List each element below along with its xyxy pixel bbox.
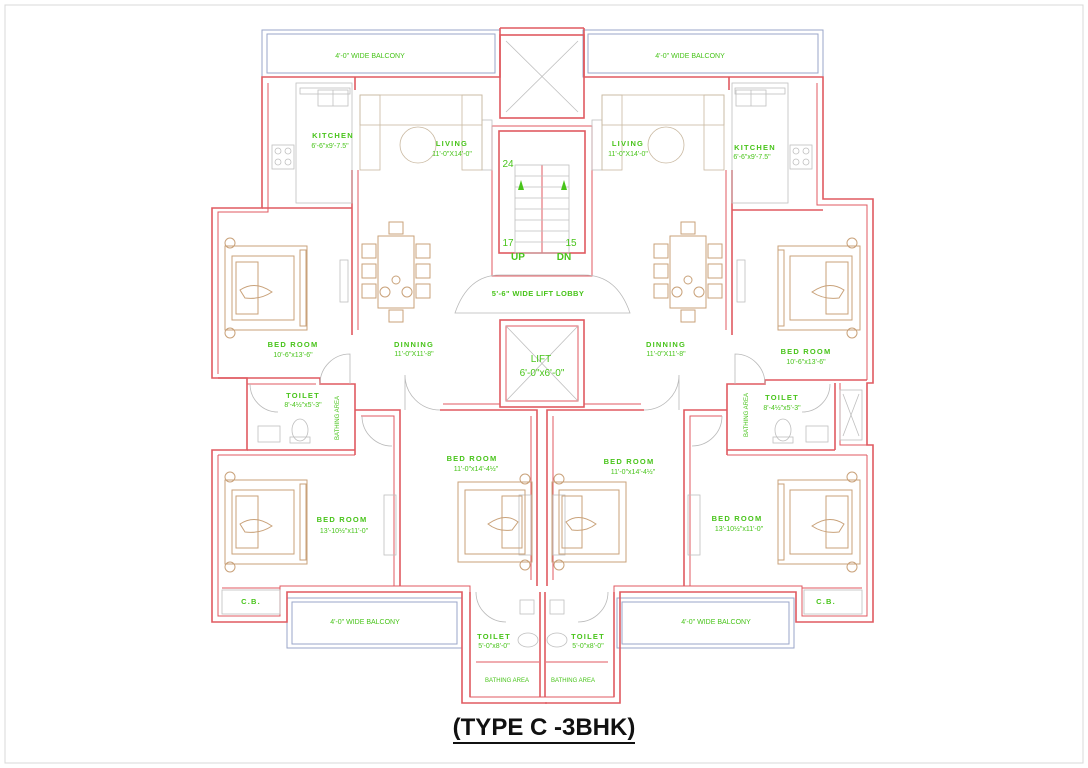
bedside-lamps xyxy=(224,237,858,573)
lift-size: 6'-0"x6'-0" xyxy=(520,368,565,379)
balcony-bottom-right-label: 4'-0" WIDE BALCONY xyxy=(681,619,751,626)
dining-left-table xyxy=(361,221,431,323)
living-left-sofa xyxy=(359,94,483,171)
toilet-right-size: 8'-4½"x5'-3" xyxy=(763,404,801,412)
kitchen-right-size: 6'-6"x9'-7.5" xyxy=(733,154,771,161)
plan-title-text: (TYPE C -3BHK) xyxy=(452,714,636,744)
stair-top-number: 24 xyxy=(502,159,514,170)
stair-lift-core xyxy=(491,34,593,408)
dining-right-table xyxy=(653,221,723,323)
living-left-size: 11'-0"X14'-0" xyxy=(432,151,472,158)
bedroom-left-bottom-size: 13'-10½"x11'-0" xyxy=(320,527,369,535)
bedroom-left-bottom-label: BED ROOM xyxy=(317,515,368,524)
toilet-center-right-label: TOILET xyxy=(571,632,605,641)
living-right-sofa xyxy=(601,94,725,171)
bedroom-center-left-size: 11'-0"x14'-4½" xyxy=(454,465,499,473)
bedroom-center-left-label: BED ROOM xyxy=(447,454,498,463)
dinning-left-size: 11'-0"X11'-8" xyxy=(394,351,434,358)
toilet-left-size: 8'-4½"x5'-3" xyxy=(284,401,322,409)
kitchen-right-fittings xyxy=(731,82,813,204)
stair-left-number: 17 xyxy=(502,238,514,249)
bedroom-right-bottom-size: 13'-10½"x11'-0" xyxy=(715,525,764,533)
balcony-top-left-label: 4'-0" WIDE BALCONY xyxy=(335,53,405,60)
bedroom-center-right-size: 11'-0"x14'-4½" xyxy=(611,468,656,476)
cb-left-label: C.B. xyxy=(241,597,261,606)
doors xyxy=(249,353,831,623)
bed-center-right xyxy=(551,481,627,563)
kitchen-right-label: KITCHEN xyxy=(734,143,776,152)
stair-down-label: DN xyxy=(557,252,571,263)
dinning-right-size: 11'-0"X11'-8" xyxy=(646,351,686,358)
toilet-center-left-size: 5'-0"x8'-0" xyxy=(478,643,510,650)
bedroom-right-top-size: 10'-6"x13'-6" xyxy=(786,359,826,366)
cb-right-label: C.B. xyxy=(816,597,836,606)
toilet-center-left-label: TOILET xyxy=(477,632,511,641)
toilet-fittings xyxy=(257,418,829,648)
bed-center-left xyxy=(457,481,533,563)
toilet-center-right-size: 5'-0"x8'-0" xyxy=(572,643,604,650)
plan-title: (TYPE C -3BHK) xyxy=(0,714,1088,744)
living-right-size: 11'-0"X14'-0" xyxy=(608,151,648,158)
living-left-label: LIVING xyxy=(436,139,468,148)
bathing-left-label: BATHING AREA xyxy=(335,396,341,440)
lift-label: LIFT xyxy=(531,354,552,365)
toilet-right-label: TOILET xyxy=(765,393,799,402)
bathing-right-label: BATHING AREA xyxy=(744,393,750,437)
kitchen-left-fittings xyxy=(271,82,353,204)
dinning-right-label: DINNING xyxy=(646,340,686,349)
room-labels: 4'-0" WIDE BALCONY 4'-0" WIDE BALCONY 4'… xyxy=(241,53,836,684)
bedroom-left-top-label: BED ROOM xyxy=(268,340,319,349)
kitchen-left-size: 6'-6"x9'-7.5" xyxy=(311,143,349,150)
toilet-left-label: TOILET xyxy=(286,391,320,400)
bathing-center-left-label: BATHING AREA xyxy=(485,678,529,684)
bedroom-center-right-label: BED ROOM xyxy=(604,457,655,466)
sheet-border xyxy=(4,4,1084,764)
bedroom-right-top-label: BED ROOM xyxy=(781,347,832,356)
bedroom-left-top-size: 10'-6"x13'-6" xyxy=(273,352,313,359)
bed-left-top xyxy=(224,245,308,331)
living-right-label: LIVING xyxy=(612,139,644,148)
cupboards xyxy=(221,589,863,615)
stair-up-label: UP xyxy=(511,252,525,263)
lift-lobby-label: 5'-6" WIDE LIFT LOBBY xyxy=(492,289,585,298)
bed-right-top xyxy=(777,245,861,331)
bedroom-right-bottom-label: BED ROOM xyxy=(712,514,763,523)
bed-left-bottom xyxy=(224,479,308,565)
balcony-rails xyxy=(261,29,824,649)
bathing-center-right-label: BATHING AREA xyxy=(551,678,595,684)
dinning-left-label: DINNING xyxy=(394,340,434,349)
bed-right-bottom xyxy=(777,479,861,565)
balcony-top-right-label: 4'-0" WIDE BALCONY xyxy=(655,53,725,60)
balcony-bottom-left-label: 4'-0" WIDE BALCONY xyxy=(330,619,400,626)
lift-lobby xyxy=(454,274,631,314)
kitchen-left-label: KITCHEN xyxy=(312,131,354,140)
stair-right-number: 15 xyxy=(565,238,577,249)
